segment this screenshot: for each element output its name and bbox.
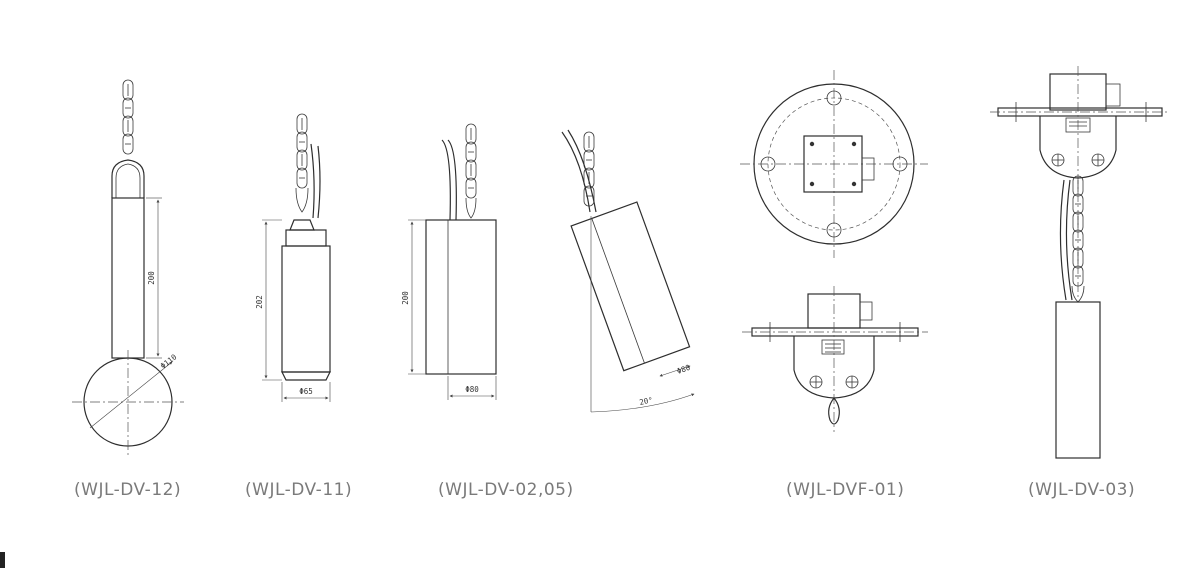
dim-height: 200 xyxy=(147,271,156,285)
caption-wjl-dv-03: (WJL-DV-03) xyxy=(1028,480,1136,500)
figure-wjl-dv-12: 200 Φ110 xyxy=(72,79,184,456)
dim-diameter: Φ110 xyxy=(159,352,179,371)
dim-height: 200 xyxy=(401,291,410,305)
caption-wjl-dv-11: (WJL-DV-11) xyxy=(245,480,353,500)
chain xyxy=(465,123,477,199)
flange-plan-view xyxy=(740,70,928,258)
cap xyxy=(289,219,315,231)
figure-wjl-dv-03 xyxy=(990,66,1170,459)
cable xyxy=(310,143,315,219)
body xyxy=(570,201,691,372)
figure-wjl-dvf-01 xyxy=(740,70,928,432)
flange-section-view xyxy=(742,286,928,432)
figure-tilted-float: 20° Φ80 xyxy=(561,129,695,413)
dim-diameter: Φ65 xyxy=(299,387,313,396)
dim-angle: 20° xyxy=(639,395,654,407)
chain xyxy=(296,113,308,189)
stem xyxy=(111,197,145,359)
body xyxy=(425,219,497,375)
cable xyxy=(1059,179,1067,301)
caption-wjl-dvf-01: (WJL-DVF-01) xyxy=(786,480,905,500)
shackle xyxy=(111,159,145,198)
body xyxy=(281,245,331,373)
figure-wjl-dv-11: 202 Φ65 xyxy=(255,113,331,402)
cable xyxy=(561,131,591,213)
collar xyxy=(285,229,327,247)
caption-wjl-dv-02-05: (WJL-DV-02,05) xyxy=(438,480,574,500)
chain xyxy=(122,79,134,155)
dim-diameter: Φ80 xyxy=(676,363,692,376)
corner-mark xyxy=(0,552,5,568)
cable xyxy=(441,139,451,221)
dim-height: 202 xyxy=(255,295,264,309)
body xyxy=(1055,301,1101,459)
dim-diameter: Φ80 xyxy=(465,385,479,394)
figure-wjl-dv-02-05: 200 Φ80 xyxy=(401,123,497,400)
chain xyxy=(1072,175,1084,287)
caption-wjl-dv-12: (WJL-DV-12) xyxy=(74,480,182,500)
